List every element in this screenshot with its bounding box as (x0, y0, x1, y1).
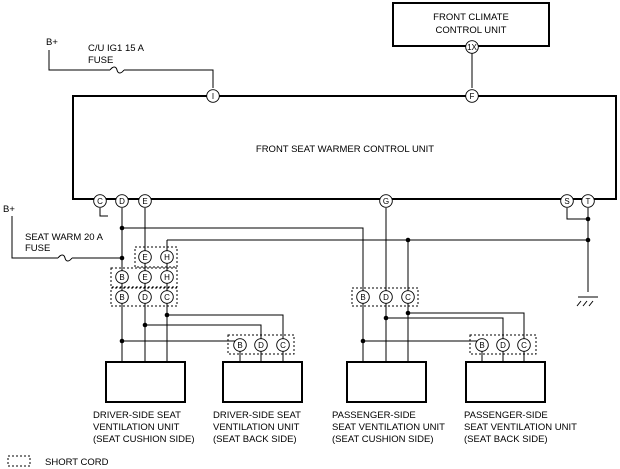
pin-label: S (564, 197, 569, 206)
pin-label: D (500, 341, 506, 350)
vent-unit-label: (SEAT CUSHION SIDE) (93, 434, 195, 445)
short-cord-bdc-driver-back (227, 334, 295, 355)
junction-dots (119, 216, 591, 344)
pin-label: B (479, 341, 484, 350)
pin-label: C (280, 341, 286, 350)
pin-label: E (142, 197, 147, 206)
pin-label: C (521, 341, 527, 350)
vent-unit-label: (SEAT BACK SIDE) (464, 434, 548, 445)
pin-label: G (383, 197, 389, 206)
pin-label: T (586, 197, 591, 206)
cu-ig1-fuse-label: C/U IG1 15 A (88, 43, 145, 54)
short-cord-eh (134, 246, 178, 268)
vent-unit-label: VENTILATION UNIT (93, 422, 180, 433)
pin-label: H (164, 253, 170, 262)
pin-label: D (119, 197, 125, 206)
driver-cushion-ventilation-unit (105, 361, 186, 403)
pin-label: C (164, 293, 170, 302)
pin-label: B (360, 293, 365, 302)
passenger-cushion-ventilation-unit (346, 361, 427, 403)
b-plus-top-label: B+ (46, 37, 58, 48)
pin-label: B (119, 273, 124, 282)
ground-icon (576, 296, 598, 307)
pin-label: F (470, 92, 475, 101)
vent-unit-label: DRIVER-SIDE SEAT (213, 410, 301, 421)
fuse-icon (57, 254, 73, 262)
seat-warm-fuse-label: FUSE (25, 243, 50, 254)
pin-label: D (258, 341, 264, 350)
climate-unit-label: FRONT CLIMATE (433, 12, 509, 23)
vent-unit-label: PASSENGER-SIDE (464, 410, 548, 421)
vent-unit-label: SEAT VENTILATION UNIT (332, 422, 445, 433)
warmer-unit-label: FRONT SEAT WARMER CONTROL UNIT (256, 144, 434, 155)
vent-unit-label: SEAT VENTILATION UNIT (464, 422, 577, 433)
short-cord-legend-icon (7, 455, 31, 467)
vent-unit-label: DRIVER-SIDE SEAT (93, 410, 181, 421)
short-cord-bdc-driver (110, 287, 178, 307)
pin-label: C (405, 293, 411, 302)
pin-label: H (164, 273, 170, 282)
short-cord-bdc-passenger-back (469, 334, 537, 355)
legend: SHORT CORD (7, 455, 109, 468)
b-plus-left-label: B+ (3, 204, 15, 215)
vent-unit-label: PASSENGER-SIDE (332, 410, 416, 421)
climate-unit-label: CONTROL UNIT (436, 25, 507, 36)
vent-unit-label: (SEAT CUSHION SIDE) (332, 434, 434, 445)
pin-label: 1X (467, 43, 477, 52)
short-cord-beh (110, 267, 178, 288)
labels: B+ B+ C/U IG1 15 A FUSE SEAT WARM 20 A F… (3, 12, 577, 445)
pin-label: E (142, 273, 147, 282)
pin-label: B (119, 293, 124, 302)
seat-warm-fuse-label: SEAT WARM 20 A (25, 232, 104, 243)
fuse-icon (109, 66, 125, 74)
driver-back-ventilation-unit (222, 361, 303, 403)
vent-unit-label: (SEAT BACK SIDE) (213, 434, 297, 445)
pin-label: I (212, 92, 214, 101)
pin-label: D (383, 293, 389, 302)
short-cord-bdc-passenger (351, 287, 419, 307)
pin-label: E (142, 253, 147, 262)
passenger-back-ventilation-unit (465, 361, 546, 403)
front-seat-warmer-control-unit (72, 95, 617, 200)
connector-pins: 1X I F C D E G S T E H B E H B D (93, 40, 595, 352)
pin-label: B (237, 341, 242, 350)
cu-ig1-fuse-label: FUSE (88, 55, 113, 66)
pin-label: D (142, 293, 148, 302)
pin-label: C (97, 197, 103, 206)
legend-label: SHORT CORD (45, 457, 109, 468)
vent-unit-label: VENTILATION UNIT (213, 422, 300, 433)
